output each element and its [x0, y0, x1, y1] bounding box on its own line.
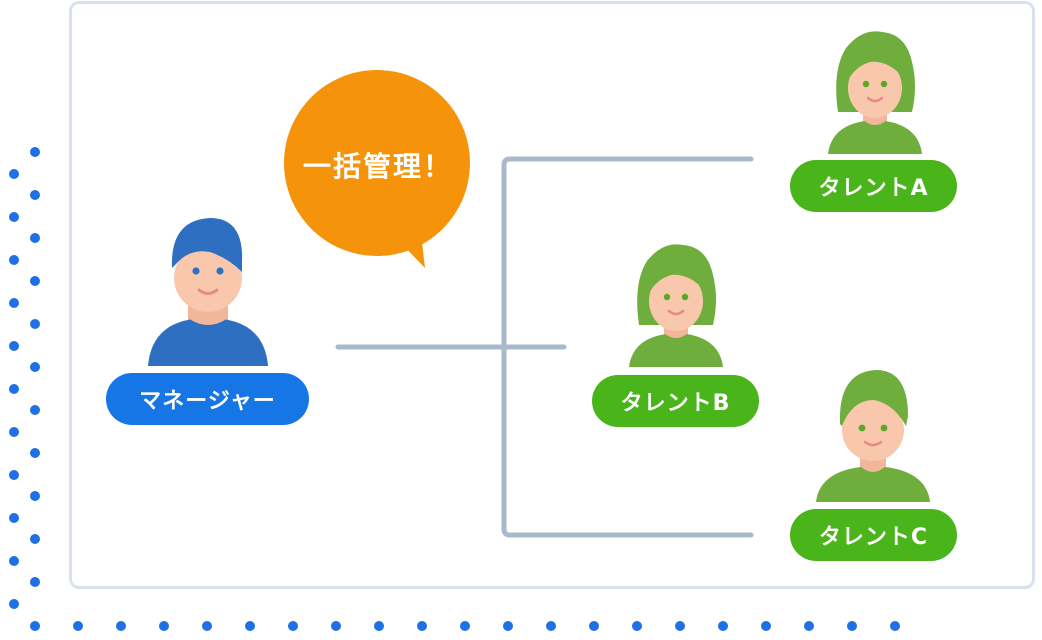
- talent-c-avatar-icon: [816, 370, 930, 502]
- manager-label: マネージャー: [106, 373, 309, 425]
- decorative-dot: [73, 621, 83, 631]
- decorative-dot: [30, 491, 40, 501]
- decorative-dot: [30, 621, 40, 631]
- decorative-dot: [374, 621, 384, 631]
- decorative-dot: [30, 405, 40, 415]
- decorative-dot: [718, 621, 728, 631]
- decorative-dot: [890, 621, 900, 631]
- decorative-dot: [30, 147, 40, 157]
- decorative-dot: [417, 621, 427, 631]
- decorative-dot: [503, 621, 513, 631]
- decorative-dot: [9, 598, 19, 609]
- decorative-dot: [9, 340, 19, 351]
- decorative-dot: [288, 621, 298, 631]
- decorative-dot: [116, 621, 126, 631]
- decorative-dot: [9, 297, 19, 308]
- decorative-dot: [30, 448, 40, 458]
- decorative-dot: [245, 621, 255, 631]
- decorative-dot: [460, 621, 470, 631]
- manager-avatar-icon: [148, 218, 268, 366]
- decorative-dot: [804, 621, 814, 631]
- decorative-dot: [30, 577, 40, 587]
- decorative-dot: [30, 362, 40, 372]
- decorative-dot: [30, 233, 40, 243]
- talent-c-label: タレントC: [790, 509, 957, 561]
- decorative-dot: [9, 426, 19, 437]
- decorative-dot: [675, 621, 685, 631]
- decorative-dot: [30, 534, 40, 544]
- decorative-dot: [9, 254, 19, 265]
- decorative-dot: [9, 383, 19, 394]
- decorative-dot: [9, 168, 19, 179]
- decorative-dot: [9, 469, 19, 480]
- talent-a-label: タレントA: [790, 160, 957, 212]
- connector-bracket: [501, 156, 754, 538]
- decorative-dot: [546, 621, 556, 631]
- decorative-dot: [589, 621, 599, 631]
- talent-a-avatar-icon: [828, 31, 922, 154]
- decorative-dot: [331, 621, 341, 631]
- decorative-dot: [9, 512, 19, 523]
- decorative-dot: [9, 211, 19, 222]
- talent-b-label: タレントB: [592, 375, 759, 427]
- decorative-dot: [30, 276, 40, 286]
- decorative-dot: [202, 621, 212, 631]
- bubble-text: 一括管理！: [302, 150, 453, 183]
- decorative-dot: [30, 319, 40, 329]
- decorative-dot: [632, 621, 642, 631]
- decorative-dot: [761, 621, 771, 631]
- decorative-dot: [159, 621, 169, 631]
- decorative-dot: [30, 190, 40, 200]
- decorative-dot: [9, 555, 19, 566]
- decorative-dot: [847, 621, 857, 631]
- talent-b-avatar-icon: [629, 244, 723, 367]
